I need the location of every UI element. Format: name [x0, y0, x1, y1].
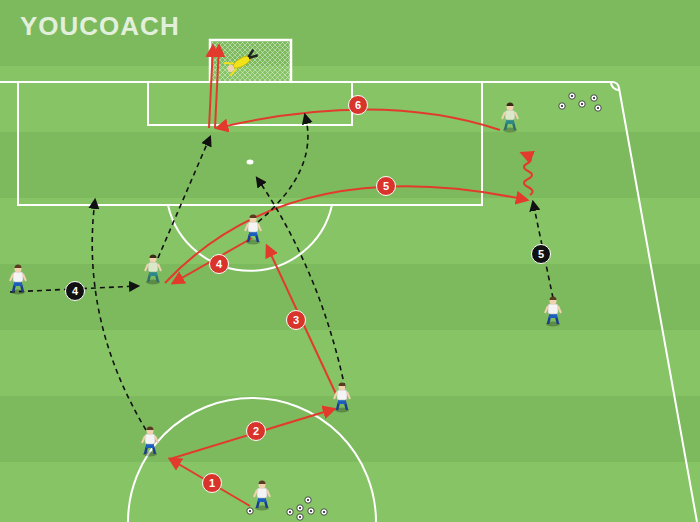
callout-number: 4 — [209, 254, 229, 274]
callout-number: 2 — [246, 421, 266, 441]
callout-number: 6 — [348, 95, 368, 115]
callout-number: 1 — [202, 473, 222, 493]
callout-number: 4 — [65, 281, 85, 301]
callout-number: 5 — [376, 176, 396, 196]
callout-number: 5 — [531, 244, 551, 264]
watermark: YOUCOACH — [20, 11, 180, 42]
callout-number: 3 — [286, 310, 306, 330]
